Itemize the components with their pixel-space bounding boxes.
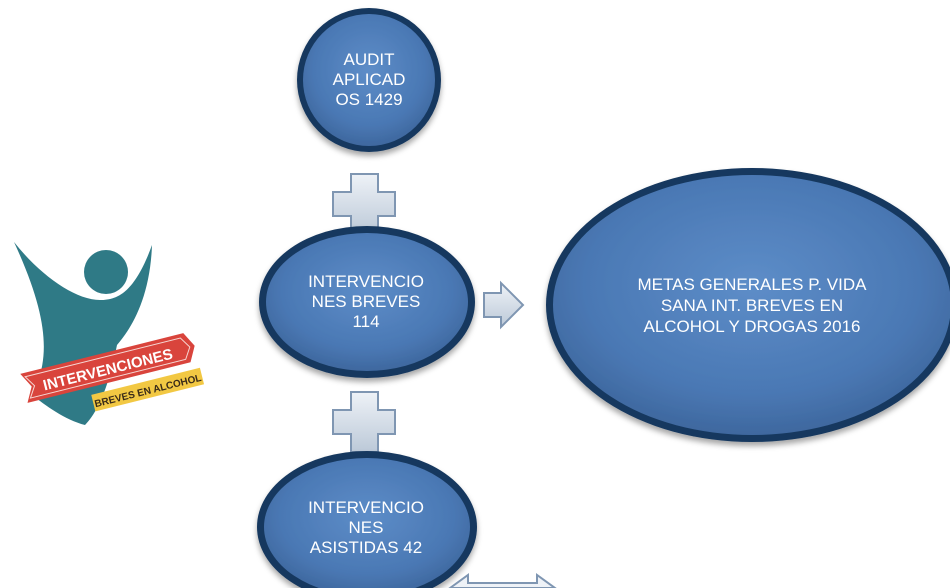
node-breves-label: INTERVENCIO NES BREVES 114	[308, 272, 424, 331]
double-arrow-icon	[448, 573, 557, 588]
intervenciones-logo: INTERVENCIONES BREVES EN ALCOHOL	[14, 242, 205, 425]
plus-icon-bottom	[332, 391, 396, 453]
node-metas	[546, 168, 950, 442]
node-breves	[259, 226, 475, 378]
node-asistidas	[257, 451, 477, 588]
node-asistidas-label: INTERVENCIO NES ASISTIDAS 42	[308, 498, 424, 557]
arrow-right-icon	[483, 280, 525, 330]
plus-icon-top	[332, 173, 396, 235]
node-metas-label: METAS GENERALES P. VIDA SANA INT. BREVES…	[637, 274, 867, 336]
node-audit-label: AUDIT APLICAD OS 1429	[332, 50, 406, 109]
node-audit	[297, 8, 441, 152]
logo-head-shape	[84, 250, 128, 294]
